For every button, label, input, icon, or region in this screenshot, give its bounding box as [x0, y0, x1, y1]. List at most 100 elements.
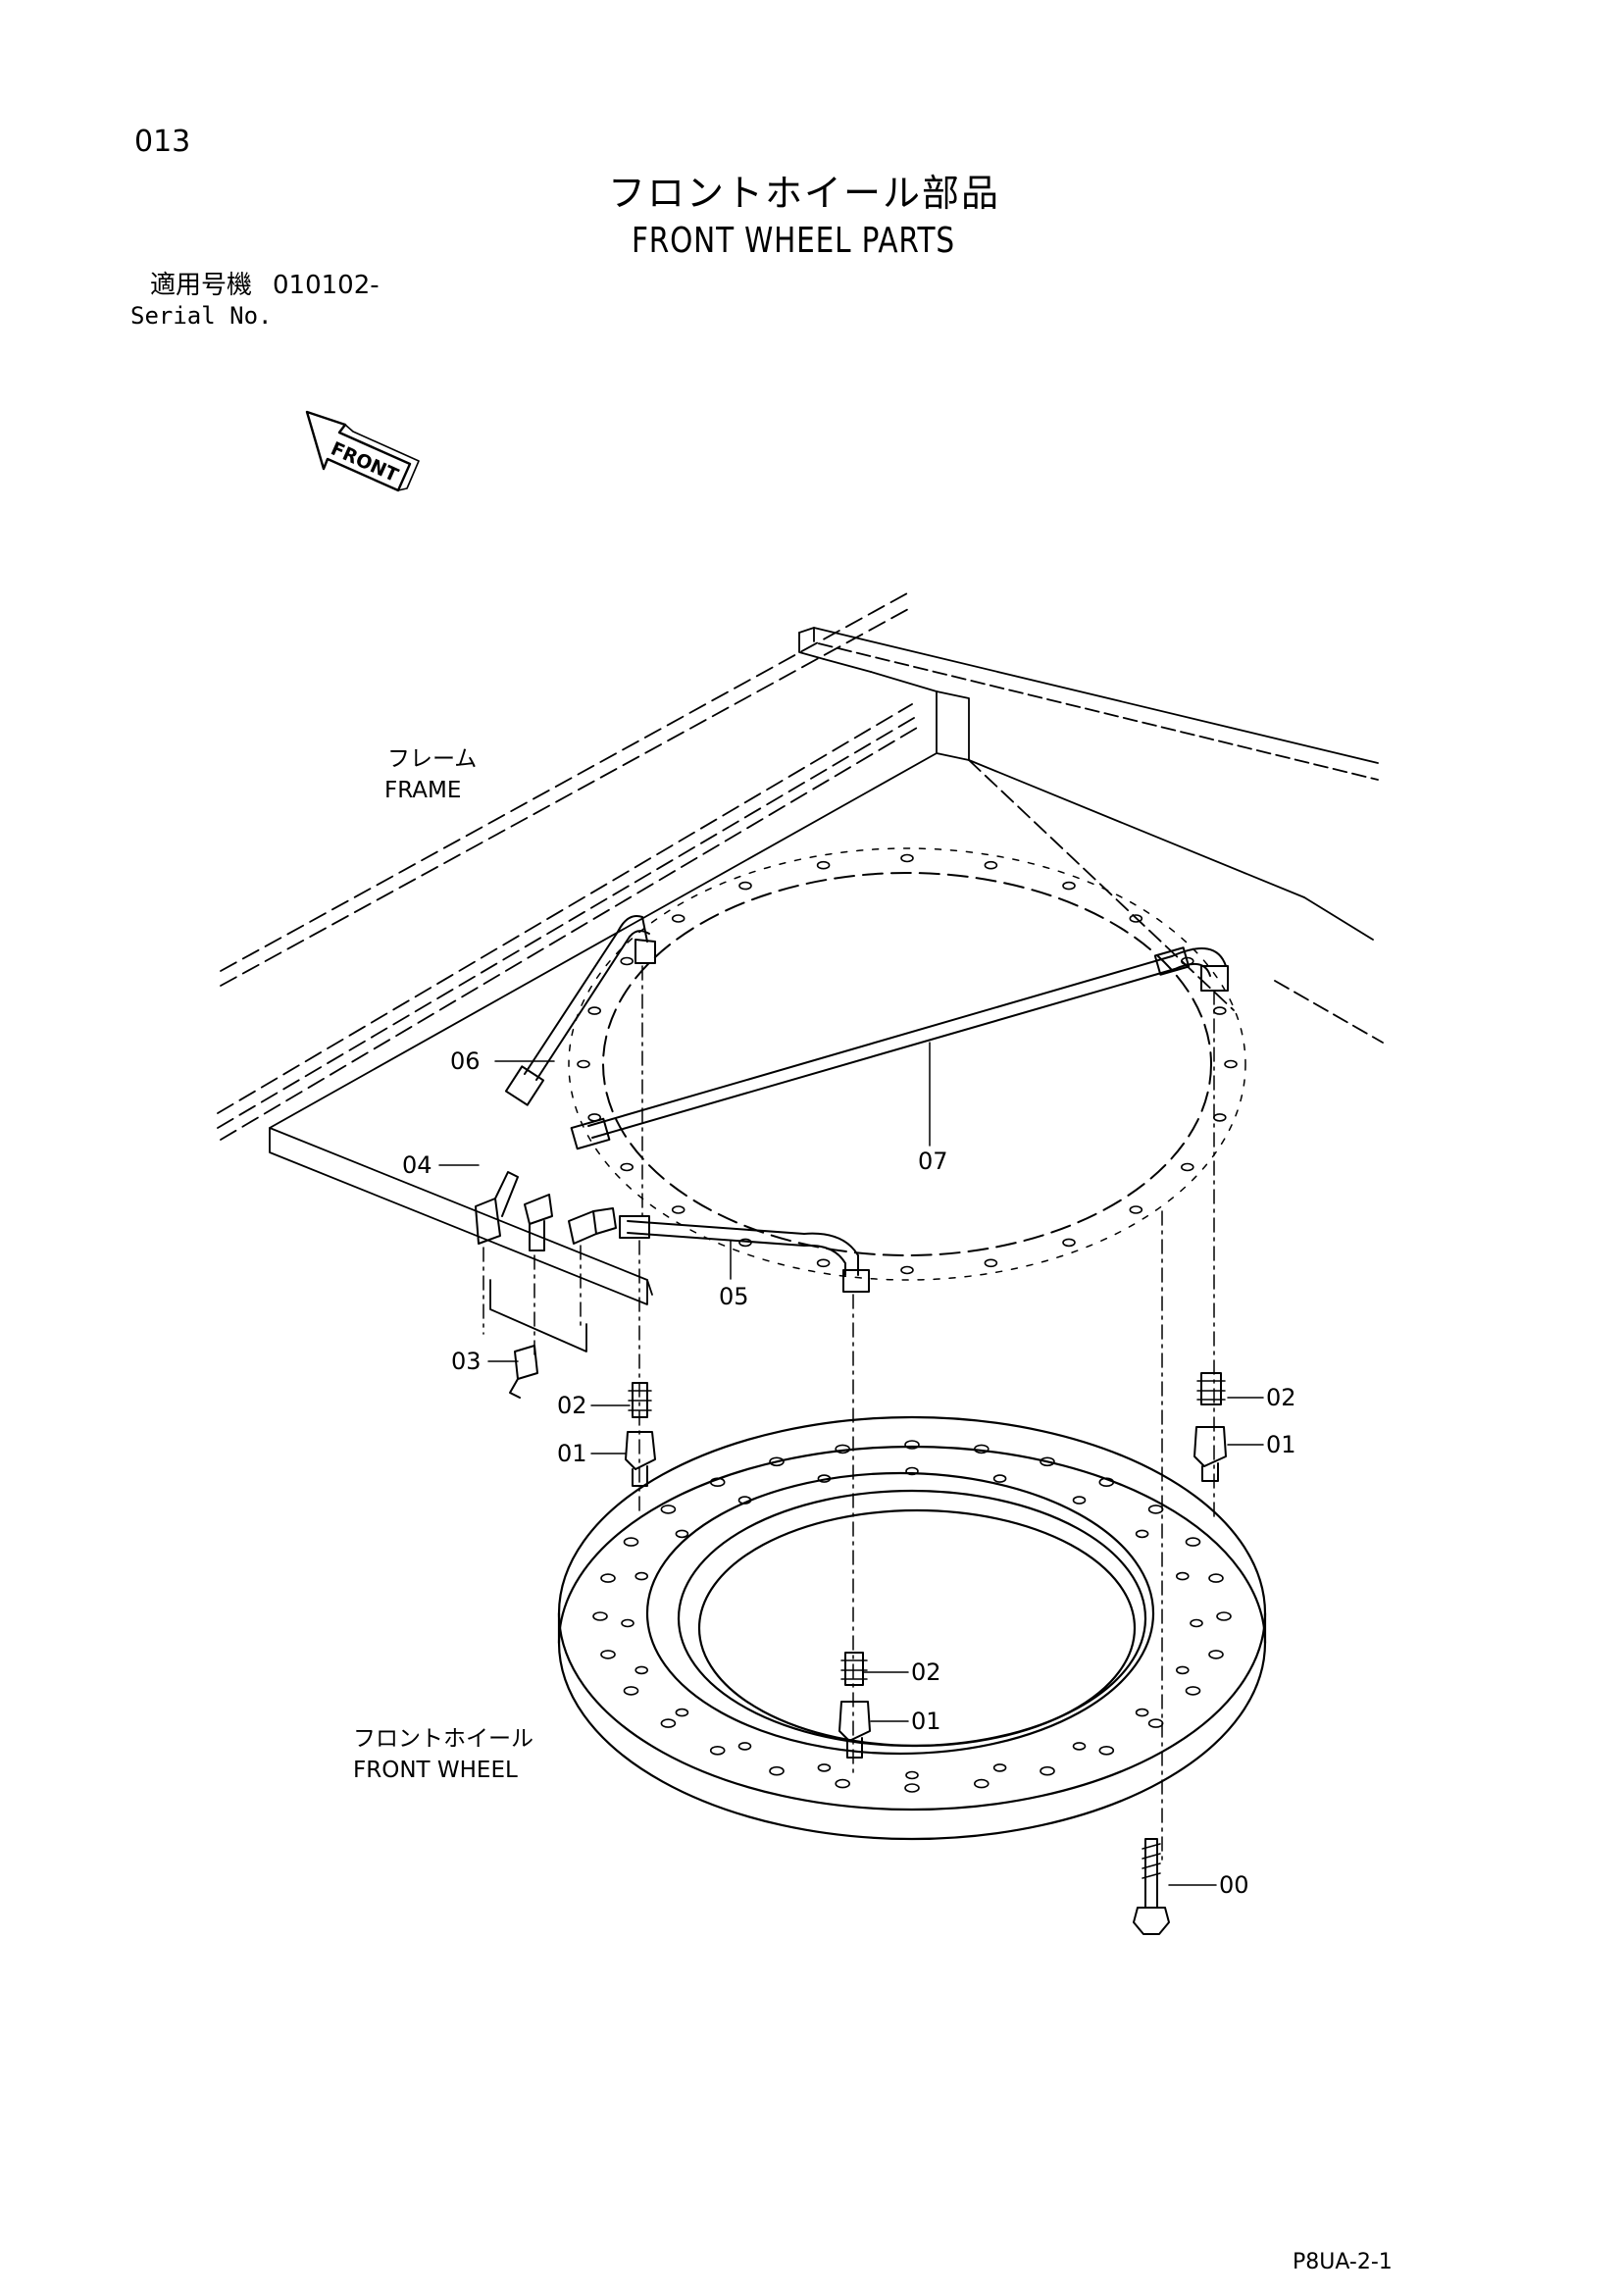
bolt-hole	[671, 914, 685, 923]
bolt-hole	[623, 1686, 639, 1696]
connector-set-right	[1193, 1372, 1227, 1482]
callout-03: 03	[451, 1348, 482, 1375]
page-title-japanese: フロントホイール部品	[608, 172, 1001, 215]
bolt-hole	[817, 1763, 832, 1772]
bolt-hole	[1072, 1742, 1087, 1751]
bolt-hole	[769, 1765, 785, 1776]
bolt-hole	[623, 1537, 639, 1547]
bolt-hole	[1072, 1496, 1087, 1505]
bolt-hole	[737, 1742, 752, 1751]
bolt-hole	[1129, 914, 1143, 923]
bolt-hole	[992, 1763, 1007, 1772]
bolt-hole	[816, 1258, 831, 1268]
bolt-hole	[1190, 1618, 1203, 1628]
front-wheel-ring	[557, 1415, 1267, 1841]
bolt-hole	[1040, 1765, 1055, 1776]
bolt-hole	[835, 1444, 851, 1454]
bolt-hole	[1208, 1650, 1224, 1659]
bolt-hole	[587, 1006, 602, 1015]
bolt-hole	[620, 956, 634, 966]
bolt-hole	[1135, 1708, 1149, 1717]
bolt-hole	[900, 853, 914, 863]
callout-05: 05	[719, 1283, 749, 1310]
frame-mounting-ring	[568, 847, 1246, 1281]
bolt-hole	[973, 1444, 990, 1454]
bolt-hole	[769, 1456, 785, 1467]
bolt-hole	[1185, 1686, 1201, 1696]
bolt-00	[1133, 1838, 1170, 1935]
frame-label: FRAME	[384, 778, 462, 803]
bolt-hole	[816, 860, 831, 870]
front-wheel-bolt-holes	[592, 1440, 1232, 1793]
callout-02-right: 02	[1266, 1384, 1296, 1411]
bolt-hole	[1062, 1238, 1076, 1248]
bolt-hole	[600, 1650, 616, 1659]
bolt-hole	[1098, 1746, 1115, 1756]
bolt-hole	[1062, 881, 1076, 891]
bolt-hole	[671, 1205, 685, 1214]
bolt-hole	[1176, 1665, 1190, 1675]
bolt-hole	[1040, 1456, 1055, 1467]
bolt-hole	[1224, 1059, 1238, 1069]
serial-label-japanese: 適用号機	[150, 271, 253, 300]
front-wheel-label: FRONT WHEEL	[353, 1758, 518, 1783]
page-number: 013	[134, 125, 191, 159]
callout-07: 07	[918, 1148, 948, 1175]
bolt-hole	[817, 1474, 832, 1483]
assembly-center-lines	[482, 965, 1215, 1864]
serial-label: Serial No.	[130, 302, 273, 330]
bolt-hole	[1176, 1571, 1190, 1581]
hose-06	[504, 915, 656, 1106]
hose-07	[570, 946, 1229, 1150]
front-wheel-label-japanese: フロントホイール	[353, 1726, 533, 1752]
bolt-hole	[1129, 1205, 1143, 1214]
callout-01-right: 01	[1266, 1431, 1296, 1458]
bolt-hole	[675, 1708, 689, 1717]
callout-00: 00	[1219, 1871, 1249, 1899]
hose-05	[619, 1215, 870, 1293]
bolt-hole	[621, 1618, 634, 1628]
bolt-hole	[1216, 1611, 1232, 1621]
callout-02-left: 02	[557, 1392, 587, 1419]
bolt-hole	[1135, 1529, 1149, 1539]
bolt-hole	[660, 1718, 677, 1728]
front-arrow-label: FRONT	[328, 437, 401, 486]
connector-set-center	[838, 1652, 871, 1759]
frame-label-japanese: フレーム	[387, 746, 478, 772]
bolt-hole	[577, 1059, 590, 1069]
frame-bolt-holes	[577, 853, 1238, 1275]
bolt-hole	[984, 1258, 998, 1268]
bolt-hole	[737, 1496, 752, 1505]
callout-01-center: 01	[911, 1708, 941, 1735]
page-title: FRONT WHEEL PARTS	[632, 221, 955, 261]
bolt-hole	[1147, 1718, 1164, 1728]
callout-02-center: 02	[911, 1658, 941, 1686]
bolt-hole	[973, 1778, 990, 1789]
bolt-hole	[1213, 1113, 1227, 1122]
bolt-hole	[1098, 1477, 1115, 1487]
bolt-hole	[709, 1477, 726, 1487]
bolt-hole	[905, 1770, 919, 1780]
bolt-hole	[1185, 1537, 1201, 1547]
connector-set-left	[625, 1382, 656, 1487]
bolt-hole	[1213, 1006, 1227, 1015]
bolt-hole	[660, 1505, 677, 1514]
bolt-hole	[600, 1573, 616, 1583]
bolt-hole	[904, 1440, 920, 1450]
bolt-hole	[904, 1783, 920, 1793]
bolt-hole	[984, 860, 998, 870]
bolt-hole	[1181, 1162, 1194, 1172]
bolt-hole	[634, 1571, 649, 1581]
page-code: P8UA-2-1	[1293, 2250, 1393, 2274]
bolt-hole	[835, 1778, 851, 1789]
bolt-hole	[738, 881, 752, 891]
bolt-hole	[675, 1529, 689, 1539]
bolt-hole	[905, 1466, 919, 1476]
elbow-fittings	[475, 1171, 617, 1399]
bolt-hole	[1208, 1573, 1224, 1583]
machine-frame	[217, 592, 1384, 1352]
callout-06: 06	[450, 1047, 481, 1075]
bolt-hole	[1147, 1505, 1164, 1514]
bolt-hole	[634, 1665, 649, 1675]
